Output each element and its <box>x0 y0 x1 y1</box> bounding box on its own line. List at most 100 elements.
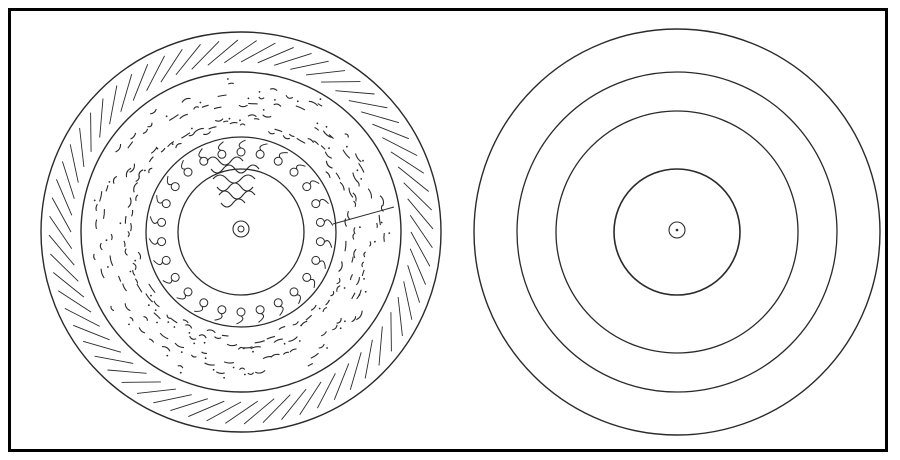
script-glyph <box>270 89 277 91</box>
script-dot <box>106 239 108 241</box>
hatch-stroke <box>122 382 161 383</box>
script-glyph <box>101 269 104 278</box>
script-glyph <box>352 316 356 321</box>
left-spoke-line <box>333 207 394 224</box>
script-dot <box>166 355 168 357</box>
hatch-stroke <box>50 216 72 248</box>
hatch-stroke <box>379 326 382 365</box>
script-glyph <box>301 321 307 326</box>
script-glyph <box>100 243 102 250</box>
script-glyph <box>178 366 183 368</box>
bead <box>256 150 264 158</box>
script-glyph <box>104 209 105 219</box>
bead-stalk <box>280 306 284 315</box>
script-dot <box>150 295 152 297</box>
hatch-stroke <box>192 41 219 69</box>
script-glyph <box>274 104 281 107</box>
bead-stalk <box>215 314 223 321</box>
script-glyph <box>380 196 383 206</box>
script-glyph <box>139 327 145 333</box>
script-dot <box>346 146 348 148</box>
script-dot <box>130 271 132 273</box>
script-glyph <box>362 262 364 267</box>
script-dot <box>167 321 169 323</box>
hatch-stroke <box>133 64 148 100</box>
script-glyph <box>362 270 364 276</box>
hatch-stroke <box>408 265 420 302</box>
script-glyph <box>239 105 248 107</box>
bead <box>162 200 170 208</box>
script-glyph <box>194 107 199 110</box>
script-dot <box>381 222 383 224</box>
right-ring-3 <box>556 111 798 353</box>
script-glyph <box>350 274 352 280</box>
script-dot <box>344 287 346 289</box>
hatch-stroke <box>408 199 433 229</box>
hatch-stroke <box>334 363 349 399</box>
script-glyph <box>254 119 259 120</box>
script-dot <box>181 351 183 353</box>
script-dot <box>317 123 319 125</box>
script-dot <box>128 324 130 326</box>
script-dot <box>362 160 364 162</box>
script-dot <box>326 126 328 128</box>
script-glyph <box>353 173 358 182</box>
bead-stalk <box>324 220 332 226</box>
bead <box>256 306 264 314</box>
script-glyph <box>131 133 136 139</box>
script-glyph <box>377 223 378 228</box>
hatch-stroke <box>335 91 374 94</box>
script-glyph <box>176 144 182 149</box>
script-dot <box>363 278 365 280</box>
bead-stalk <box>320 261 326 269</box>
script-dot <box>166 115 168 117</box>
hatch-stroke <box>282 389 307 420</box>
script-glyph <box>259 97 264 99</box>
script-glyph <box>337 278 340 284</box>
right-disc <box>474 29 880 435</box>
script-glyph <box>332 325 337 330</box>
bead-stalk <box>199 149 203 158</box>
bead-stalk <box>259 314 264 323</box>
script-glyph <box>321 331 326 336</box>
script-glyph <box>223 121 228 122</box>
script-glyph <box>308 364 313 367</box>
script-dot <box>156 322 158 324</box>
script-glyph <box>167 315 171 319</box>
script-glyph <box>106 185 108 191</box>
script-glyph <box>94 254 96 260</box>
hatch-stroke <box>306 71 345 75</box>
script-glyph <box>279 327 285 330</box>
script-dot <box>252 351 254 353</box>
script-glyph <box>149 339 154 343</box>
script-glyph <box>182 98 191 102</box>
script-glyph <box>131 223 132 231</box>
bead <box>303 273 311 281</box>
right-center-dot <box>676 229 679 232</box>
hatch-stroke <box>274 53 311 65</box>
hatch-stroke <box>404 281 412 319</box>
script-glyph <box>134 183 138 193</box>
script-glyph <box>124 241 125 247</box>
script-glyph <box>228 83 234 84</box>
script-dot <box>148 304 150 306</box>
script-glyph <box>185 325 191 329</box>
script-glyph <box>293 321 299 325</box>
script-glyph <box>128 142 133 149</box>
script-glyph <box>309 101 318 106</box>
script-glyph <box>354 249 356 258</box>
script-glyph <box>286 95 293 98</box>
bead-stalk <box>157 195 163 203</box>
hatch-stroke <box>391 152 424 173</box>
script-dot <box>326 347 328 349</box>
script-band <box>94 78 391 379</box>
script-dot <box>365 291 367 293</box>
script-glyph <box>313 141 318 145</box>
script-glyph <box>345 241 346 251</box>
script-glyph <box>135 279 137 284</box>
bead <box>303 183 311 191</box>
script-glyph <box>161 148 165 152</box>
script-glyph <box>133 270 135 276</box>
script-glyph <box>111 234 112 240</box>
hatch-stroke <box>95 356 134 363</box>
